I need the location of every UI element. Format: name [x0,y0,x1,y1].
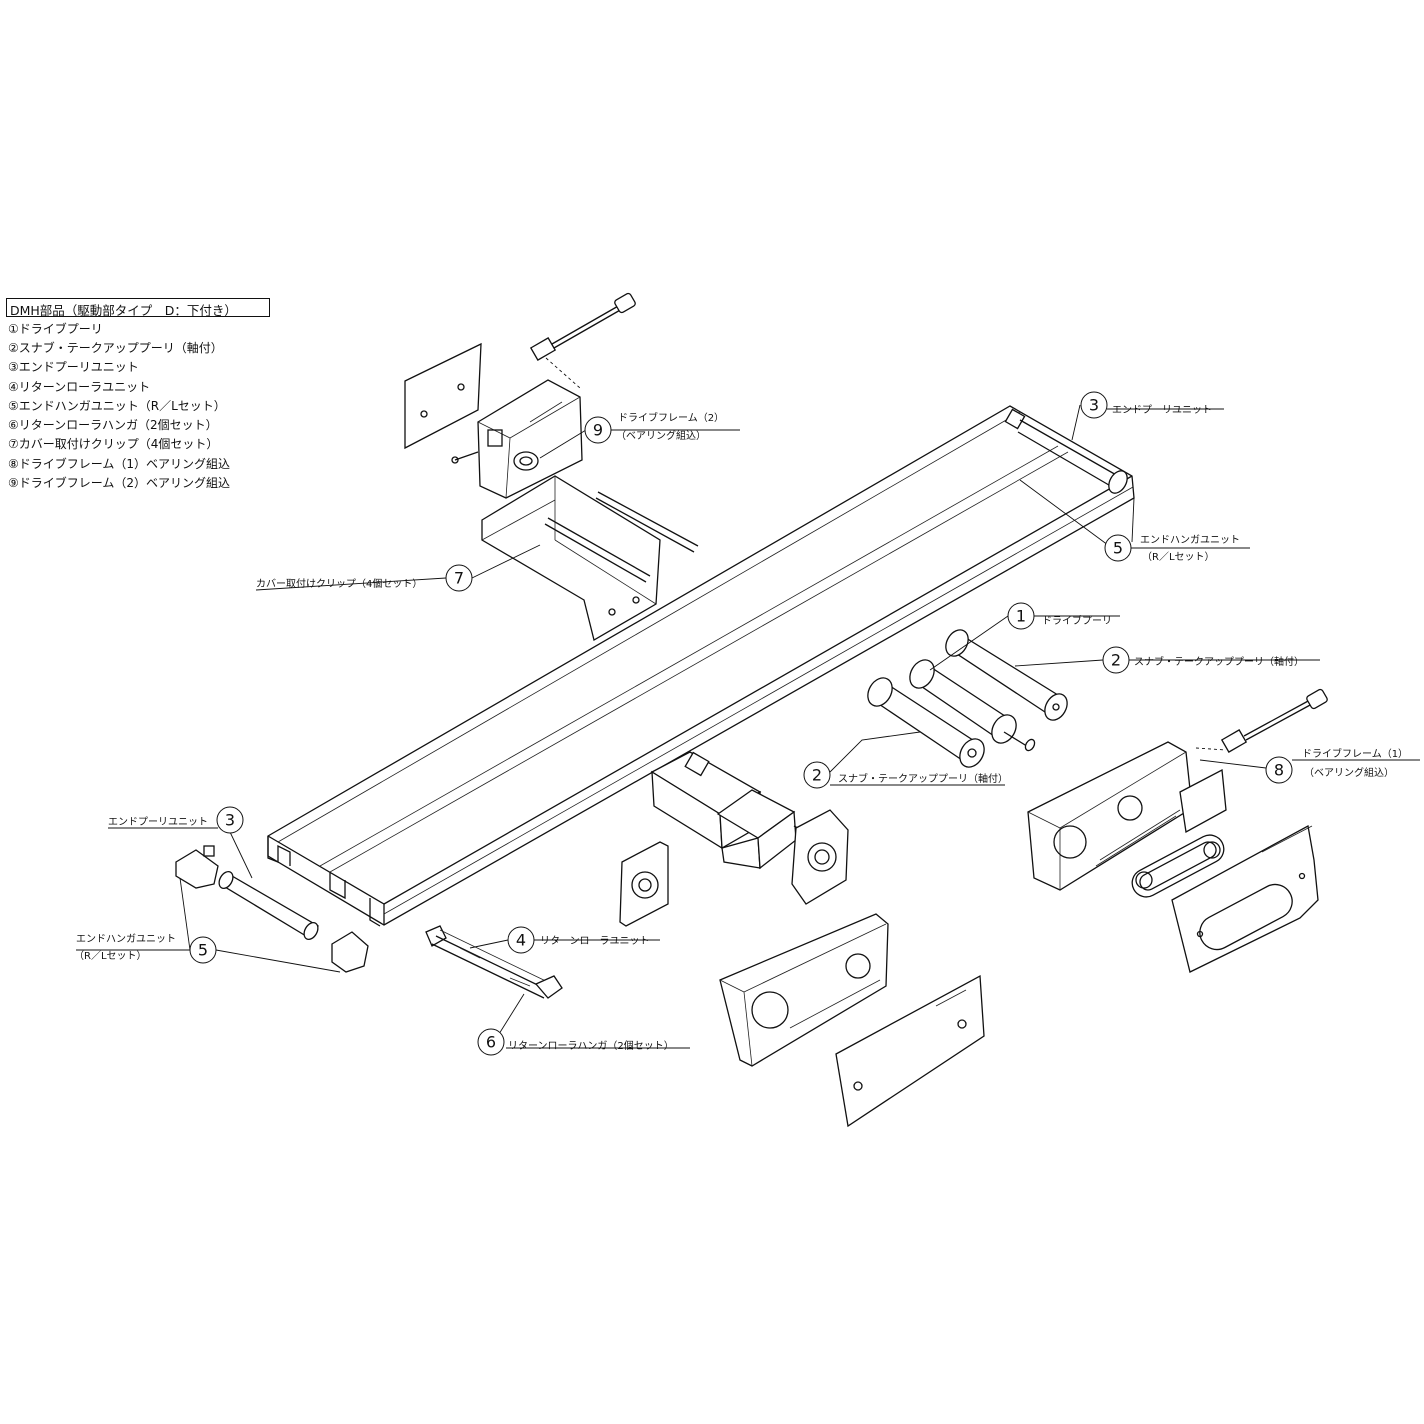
label-cover-clip: カバー取付けクリップ（4個セット） [256,577,422,590]
legend-item-1: ①ドライブプーリ [8,322,103,336]
bottom-drive-frame-icon [719,913,985,1128]
callout-bubble-2-right: 2 [1102,646,1130,674]
drive-chain-icon [1131,834,1225,898]
label-end-hanger-top: エンドハンガユニット [1140,534,1240,546]
callout-bubble-4: 4 [507,926,535,954]
label-drive-frame-1: ドライブフレーム（1） [1302,747,1408,760]
label-drive-frame-1-sub: （ベアリング組込） [1304,766,1394,779]
chain-cover-icon [1171,824,1319,973]
svg-text:6: 6 [486,1033,496,1052]
callout-bubble-5-left: 5 [189,936,217,964]
legend-item-6: ⑥リターンローラハンガ（2個セット） [8,418,218,432]
callout-bubble-7: 7 [445,564,473,592]
legend-item-2: ②スナブ・テークアッププーリ（軸付） [8,341,223,355]
label-end-pulley-top: エンドプーリユニット [1112,404,1212,416]
legend-item-3: ③エンドプーリユニット [8,360,139,374]
legend-item-9: ⑨ドライブフレーム（2）ベアリング組込 [8,476,231,490]
callout-bubble-3-top: 3 [1080,391,1108,419]
svg-text:4: 4 [516,931,526,950]
label-drive-frame-2: ドライブフレーム（2） [618,411,724,424]
callout-bubble-6: 6 [477,1028,505,1056]
legend-item-8: ⑧ドライブフレーム（1）ベアリング組込 [8,457,231,471]
label-drive-frame-2-sub: （ベアリング組込） [616,429,706,442]
svg-text:3: 3 [1089,396,1099,415]
label-snub-right: スナブ・テークアッププーリ（軸付） [1134,655,1304,668]
legend-item-7: ⑦カバー取付けクリップ（4個セット） [8,437,219,451]
callout-bubble-2-mid: 2 [803,761,831,789]
label-return-hanger: リターンローラハンガ（2個セット） [508,1039,674,1052]
leader-lines [76,404,1420,1049]
svg-text:8: 8 [1274,761,1284,780]
label-end-pulley-left: エンドプーリユニット [108,816,208,828]
legend-item-4: ④リターンローラユニット [8,380,151,394]
end-pulley-left-icon [175,845,369,973]
label-end-hanger-left: エンドハンガユニット [76,933,176,945]
label-end-hanger-left-sub: （R／Lセット） [74,950,147,962]
svg-text:7: 7 [454,569,464,588]
svg-text:3: 3 [225,811,235,830]
label-drive-pulley: ドライブプーリ [1042,614,1112,627]
svg-text:2: 2 [812,766,822,785]
callout-bubble-3-left: 3 [216,806,244,834]
cover-clip-icon [481,475,699,641]
return-roller-icon [425,925,563,999]
pulley-roller-icon [867,629,1068,768]
callout-bubble-9: 9 [584,416,612,444]
conveyor-frame-icon [267,405,1135,927]
svg-text:5: 5 [198,941,208,960]
label-end-hanger-top-sub: （R／Lセット） [1142,551,1215,563]
callout-bubble-5-top: 5 [1104,534,1132,562]
label-return-roller: リターンローラユニット [540,935,650,947]
svg-text:1: 1 [1016,607,1026,626]
drive-frame-1-icon [1027,688,1328,891]
legend-title: DMH部品（駆動部タイプ D：下付き） [10,303,237,318]
callout-bubble-8: 8 [1265,756,1293,784]
legend-item-5: ⑤エンドハンガユニット（R／Lセット） [8,399,226,413]
svg-text:9: 9 [593,421,603,440]
gear-motor-icon [619,751,849,927]
label-snub-mid: スナブ・テークアッププーリ（軸付） [838,772,1008,785]
svg-text:5: 5 [1113,539,1123,558]
legend-title-box [6,298,270,317]
svg-text:2: 2 [1111,651,1121,670]
callout-bubble-1: 1 [1007,602,1035,630]
drive-frame-2-icon [404,292,636,499]
